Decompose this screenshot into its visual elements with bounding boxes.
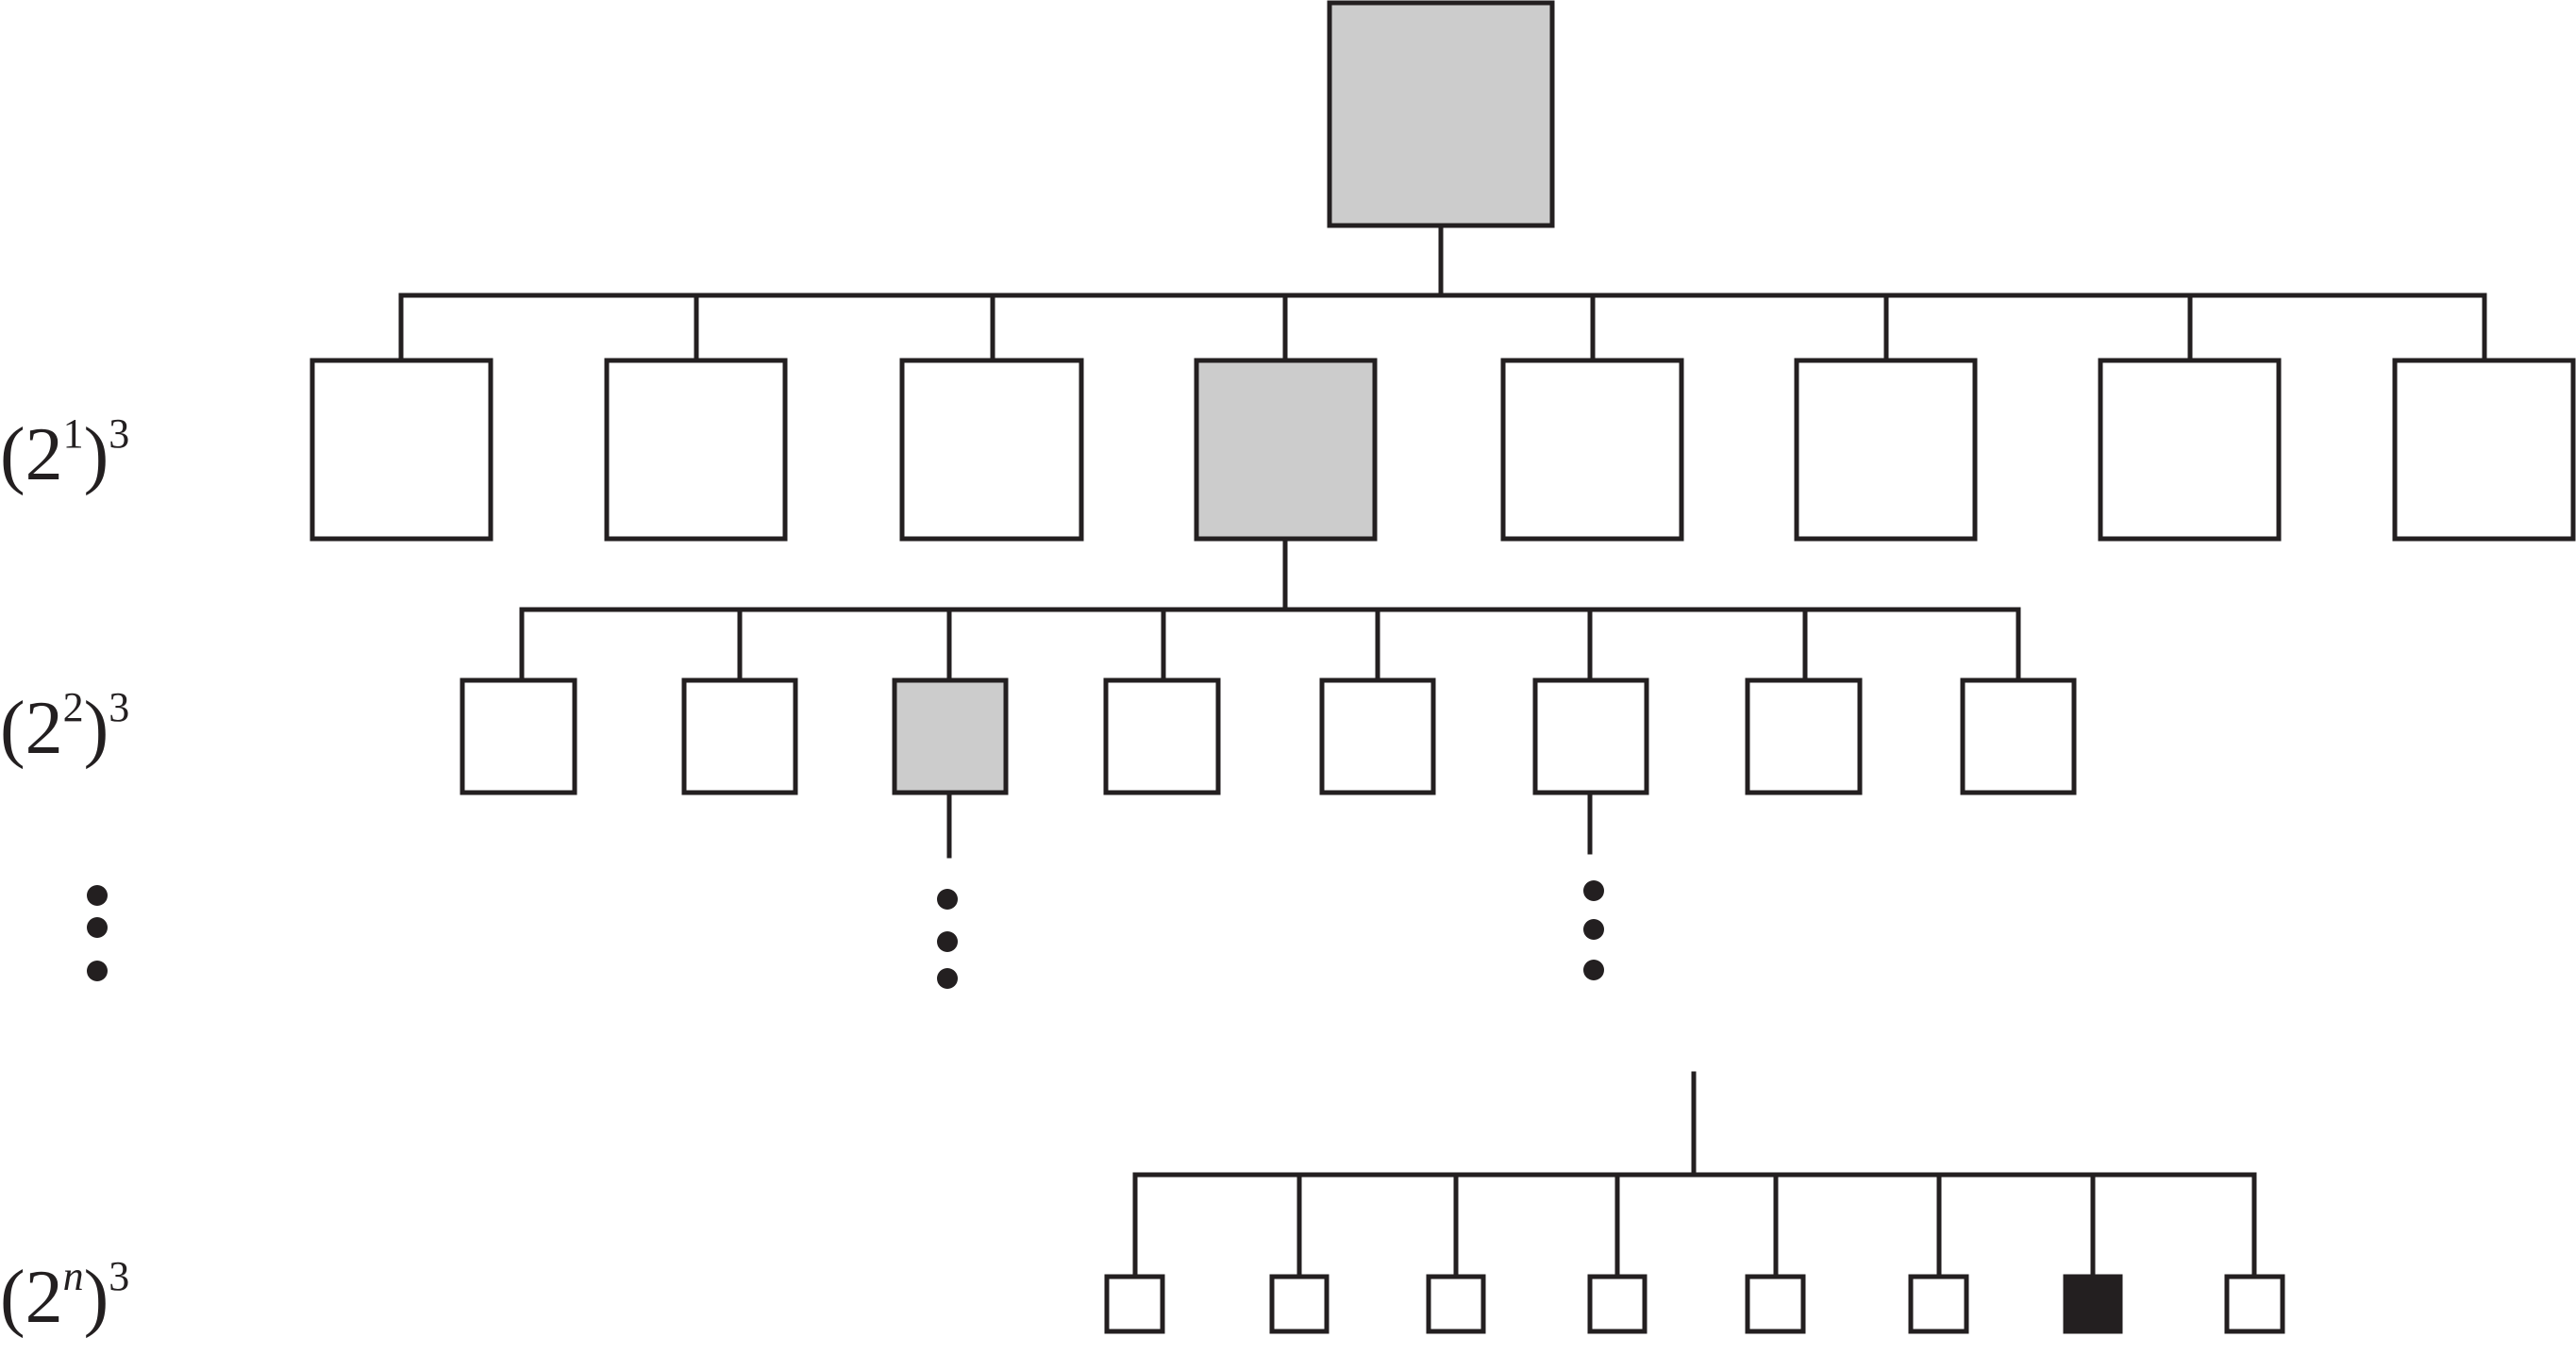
- level-n-node: [2224, 1274, 2285, 1334]
- ellipsis-dot: [1583, 880, 1604, 901]
- level-1-close: ): [83, 413, 109, 496]
- level-2-node: [892, 677, 1009, 795]
- level-n-base: (2: [0, 1256, 63, 1339]
- level-n-node: [1908, 1274, 1969, 1334]
- level-1-power: 3: [109, 410, 130, 457]
- ellipsis-dot: [87, 961, 108, 981]
- level-2-exponent: 2: [62, 684, 84, 730]
- ellipsis-dot: [1583, 960, 1604, 980]
- level-n-exponent: n: [62, 1253, 84, 1299]
- level-1-exponent: 1: [62, 410, 84, 457]
- ellipsis-dot: [937, 931, 958, 952]
- ellipsis-dot: [937, 889, 958, 910]
- level-1-node: [1794, 358, 1978, 542]
- level-1-node: [1194, 358, 1378, 542]
- level-n-node: [1745, 1274, 1806, 1334]
- level-2-node: [1532, 677, 1649, 795]
- ellipsis-dot: [87, 917, 108, 938]
- level-label-2: (22)3: [0, 687, 129, 767]
- root-node: [1327, 0, 1555, 228]
- ellipsis-dots: [87, 880, 1604, 989]
- level-1-node: [899, 358, 1084, 542]
- level-n-node: [1269, 1274, 1330, 1334]
- level-2-power: 3: [109, 684, 130, 730]
- level-1-node: [309, 358, 493, 542]
- level-2-node: [460, 677, 577, 795]
- level-label-n: (2n)3: [0, 1256, 129, 1336]
- level-1-node: [1500, 358, 1684, 542]
- level-n-node: [1104, 1274, 1165, 1334]
- ellipsis-dot: [937, 968, 958, 989]
- level-2-close: ): [83, 687, 109, 770]
- level-1-node: [604, 358, 788, 542]
- level-n-node: [1426, 1274, 1486, 1334]
- level-2-node: [1103, 677, 1221, 795]
- level-2-base: (2: [0, 687, 63, 770]
- level-n-node: [1587, 1274, 1648, 1334]
- level-1-node: [2098, 358, 2282, 542]
- level-n-node: [2063, 1274, 2123, 1334]
- level-2-node: [681, 677, 798, 795]
- level-1-node: [2392, 358, 2576, 542]
- level-2-row: [460, 607, 2077, 795]
- level-label-1: (21)3: [0, 413, 129, 493]
- level-2-node: [1960, 677, 2077, 795]
- level-n-close: ): [83, 1256, 109, 1339]
- level-1-base: (2: [0, 413, 63, 496]
- level-1-row: [309, 293, 2576, 542]
- level-2-node: [1319, 677, 1436, 795]
- level-n-row: [1104, 1172, 2285, 1334]
- ellipsis-dot: [87, 885, 108, 906]
- level-2-node: [1745, 677, 1863, 795]
- level-n-power: 3: [109, 1253, 130, 1299]
- ellipsis-dot: [1583, 919, 1604, 940]
